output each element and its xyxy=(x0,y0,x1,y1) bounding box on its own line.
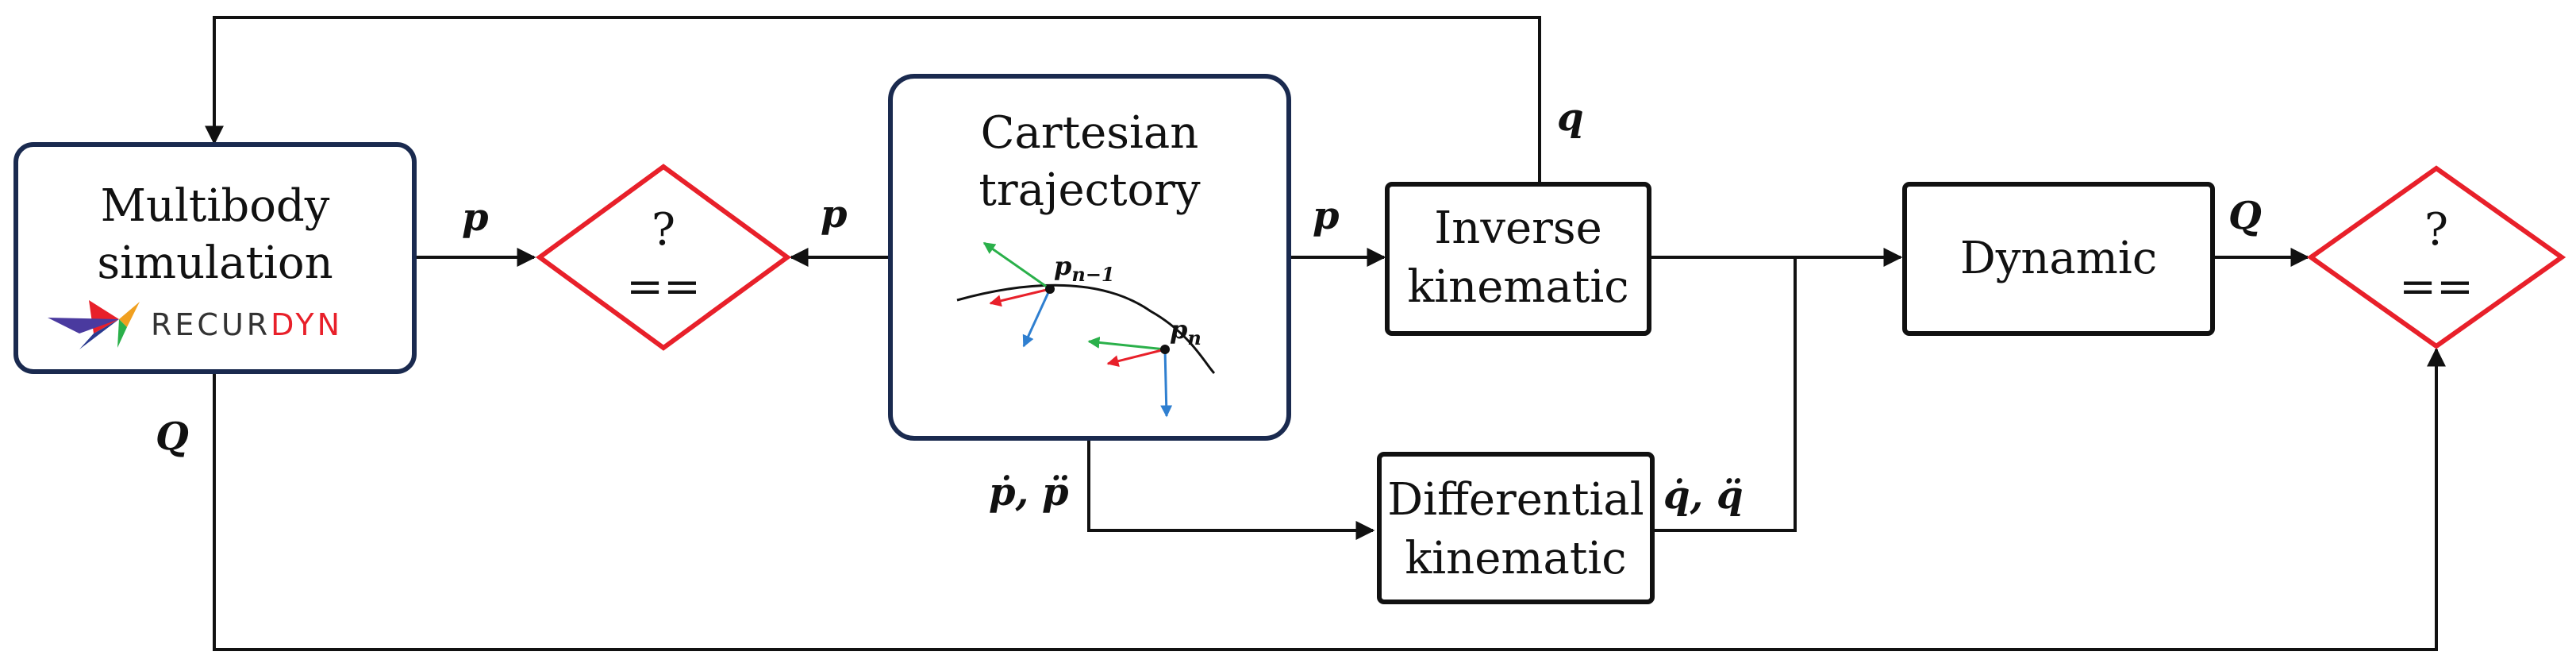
recurdyn-logo: RECURDYN xyxy=(48,300,343,349)
signal-qdot-qddot: q̇, q̈ xyxy=(1663,473,1744,518)
point-p-n xyxy=(1160,345,1170,354)
label-p-n-1: pn−1 xyxy=(1054,251,1115,286)
cartesian-label-line1: Cartesian xyxy=(981,107,1199,159)
differential-label-line1: Differential xyxy=(1387,474,1644,526)
signal-Q-dynamic: Q xyxy=(2228,194,2262,238)
multibody-simulation-block: Multibody simulation RECURDYN xyxy=(13,142,417,374)
right-comparator: ? == xyxy=(2306,165,2566,349)
inverse-label-line1: Inverse xyxy=(1434,202,1602,254)
trajectory-curve xyxy=(956,283,1216,375)
recurdyn-logo-text-dyn: DYN xyxy=(271,307,343,342)
dynamic-label: Dynamic xyxy=(1960,233,2157,284)
frame-n-1-green-axis xyxy=(982,241,1051,291)
differential-kinematic-block: Differential kinematic xyxy=(1377,452,1655,604)
frame-n-red-axis xyxy=(1106,348,1166,368)
recurdyn-logo-icon xyxy=(48,300,140,349)
recurdyn-logo-text-recur: RECUR xyxy=(151,307,271,342)
inverse-label-line2: kinematic xyxy=(1407,261,1628,313)
left-comparator-equals: == xyxy=(626,261,701,313)
label-p-n: pn xyxy=(1170,314,1201,349)
right-comparator-question: ? xyxy=(2424,204,2448,256)
cartesian-trajectory-block: Cartesian trajectory pn−1 pn xyxy=(888,74,1291,441)
multibody-label-line1: Multibody xyxy=(101,180,330,232)
signal-Q-multibody: Q xyxy=(156,414,189,459)
frame-n-green-axis xyxy=(1087,336,1166,351)
Q-bottom-loop-line xyxy=(213,347,2446,651)
signal-pdot-pddot: ṗ, p̈ xyxy=(989,470,1069,515)
differential-label-line2: kinematic xyxy=(1405,533,1626,584)
signal-q-feedback: q xyxy=(1557,95,1584,140)
inverse-kinematic-block: Inverse kinematic xyxy=(1385,182,1651,336)
left-comparator: ? == xyxy=(535,164,792,351)
q-feedback-line xyxy=(205,16,1541,184)
left-comparator-question: ? xyxy=(652,204,675,256)
qdot-differential-to-junction xyxy=(1652,257,1797,532)
multibody-label-line2: simulation xyxy=(97,237,333,289)
right-comparator-equals: == xyxy=(2399,261,2474,313)
cartesian-label-line2: trajectory xyxy=(978,164,1201,216)
point-p-n-1 xyxy=(1045,284,1055,294)
signal-p-cartesian-right: p xyxy=(1313,194,1340,238)
trajectory-sketch: pn−1 pn xyxy=(956,241,1216,418)
frame-n-blue-axis xyxy=(1160,349,1173,418)
signal-p-cartesian-left: p xyxy=(821,192,848,237)
dynamic-block: Dynamic xyxy=(1902,182,2215,336)
pdot-cartesian-to-differential xyxy=(1087,438,1375,540)
svg-text:RECURDYN: RECURDYN xyxy=(151,307,343,342)
frame-n-1-blue-axis xyxy=(1022,288,1052,348)
signal-p-multibody: p xyxy=(462,195,489,240)
frame-n-1-red-axis xyxy=(989,287,1051,307)
